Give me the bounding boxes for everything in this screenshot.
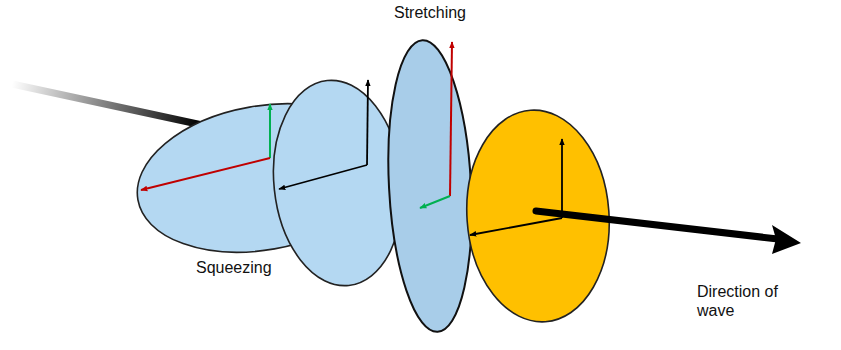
axis-arrow — [420, 196, 450, 208]
axis-arrow — [269, 104, 271, 158]
direction-arrowhead — [772, 225, 801, 254]
text-label: Squeezing — [196, 258, 272, 277]
text-label: Direction of wave — [697, 282, 805, 320]
axis-arrow — [561, 139, 563, 218]
axis-arrow — [450, 42, 452, 196]
direction-line — [536, 211, 778, 239]
axis-arrow — [367, 80, 368, 165]
stretched-ring — [381, 38, 478, 334]
text-label: Stretching — [394, 3, 466, 22]
axis-arrow — [470, 218, 562, 235]
axis-arrow — [279, 165, 367, 189]
axis-arrow — [141, 158, 270, 190]
